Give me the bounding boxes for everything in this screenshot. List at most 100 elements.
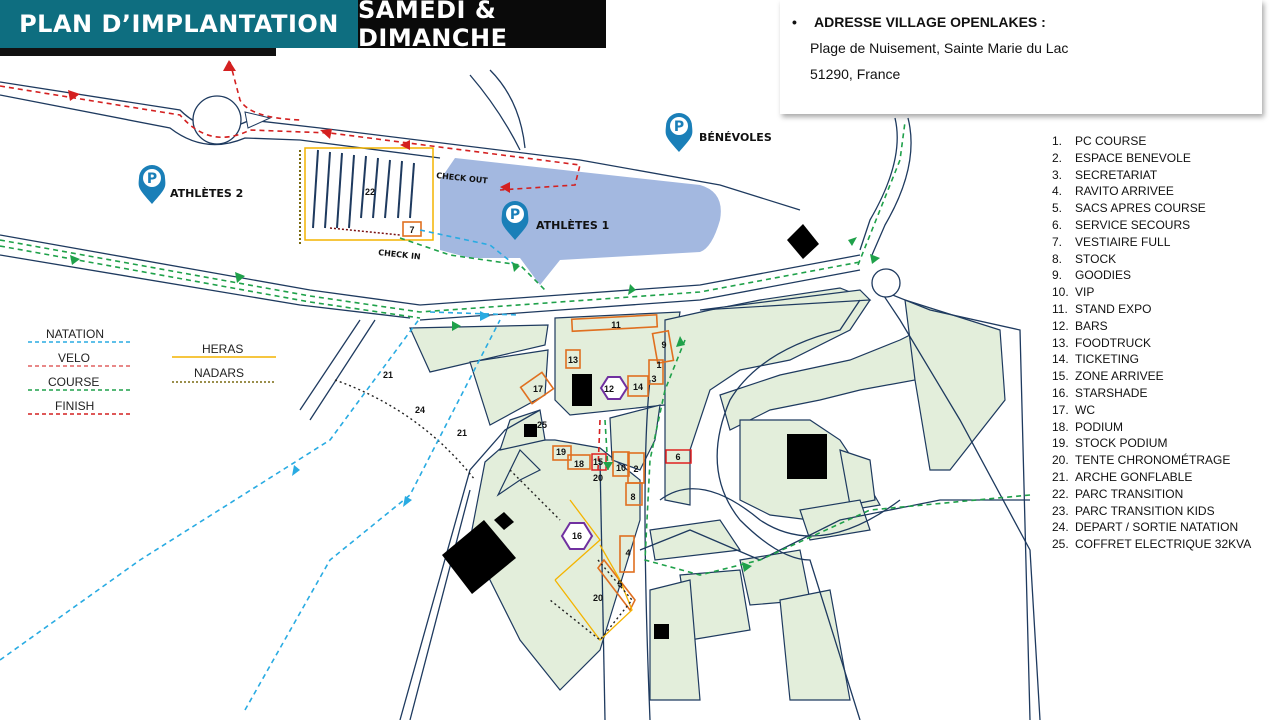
legend-item-label: SECRETARIAT — [1075, 167, 1158, 182]
legend-item: 22.PARC TRANSITION — [1052, 486, 1251, 503]
legend-item: 25. COFFRET ELECTRIQUE 32KVA — [1052, 536, 1251, 553]
zone-number: 24 — [415, 405, 425, 415]
zone-number: 9 — [661, 340, 666, 350]
legend-item: 16. STARSHADE — [1052, 385, 1251, 402]
legend-item-number: 25. — [1052, 537, 1069, 552]
zone-number: 21 — [383, 370, 393, 380]
legend-item-number: 21. — [1052, 469, 1069, 484]
zone-number: 12 — [604, 384, 614, 394]
title-underline — [0, 48, 276, 56]
legend-item-label: SERVICE SECOURS — [1075, 217, 1191, 232]
zone-number: 8 — [630, 492, 635, 502]
legend-item-label: STOCK PODIUM — [1075, 436, 1168, 451]
legend-nadars: NADARS — [194, 366, 245, 380]
legend-item: 4.RAVITO ARRIVEE — [1052, 183, 1251, 200]
legend-item-number: 22. — [1052, 486, 1069, 501]
route-legend-lines — [28, 341, 276, 415]
legend-item-number: 23. — [1052, 503, 1069, 518]
legend-item-number: 5. — [1052, 201, 1063, 216]
legend-item-label: STOCK — [1075, 251, 1117, 266]
legend-item-label: STARSHADE — [1075, 385, 1148, 400]
legend-item-label: VESTIAIRE FULL — [1075, 234, 1171, 249]
legend-item-label: FOODTRUCK — [1075, 335, 1151, 350]
heras-lines — [554, 499, 633, 641]
legend-item-label: RAVITO ARRIVEE — [1075, 184, 1174, 199]
zone-number: 5 — [617, 579, 622, 589]
legend-item: 11.STAND EXPO — [1052, 301, 1251, 318]
zone-number: 18 — [574, 459, 584, 469]
zone-number: 16 — [572, 531, 582, 541]
legend-item: 23. PARC TRANSITION KIDS — [1052, 503, 1251, 520]
zone-number: 7 — [409, 225, 414, 235]
parking-label-athletes2: ATHLÈTES 2 — [170, 187, 243, 200]
zone-number: 4 — [625, 548, 630, 558]
zone-number: 2 — [633, 464, 638, 474]
legend-item-label: ARCHE GONFLABLE — [1075, 469, 1193, 484]
legend-item: 1.PC COURSE — [1052, 133, 1251, 150]
legend-heras: HERAS — [202, 342, 244, 356]
legend-item: 5. SACS APRES COURSE — [1052, 200, 1251, 217]
zone-number: 6 — [675, 452, 680, 462]
legend-item: 3. SECRETARIAT — [1052, 167, 1251, 184]
legend-item: 14.TICKETING — [1052, 351, 1251, 368]
legend-item-number: 3. — [1052, 167, 1063, 182]
legend-item-label: DEPART / SORTIE NATATION — [1075, 520, 1239, 535]
legend-item-number: 6. — [1052, 217, 1063, 232]
roundabout-east — [871, 268, 901, 298]
zone-number: 10 — [616, 463, 626, 473]
parking-label-athletes1: ATHLÈTES 1 — [536, 219, 609, 232]
legend-item-number: 13. — [1052, 335, 1069, 350]
legend-item-number: 1. — [1052, 134, 1063, 148]
legend-item-number: 7. — [1052, 234, 1063, 249]
legend-item: 7. VESTIAIRE FULL — [1052, 234, 1251, 251]
zone-number: 20 — [593, 473, 603, 483]
legend-natation: NATATION — [46, 327, 104, 341]
legend-item-number: 11. — [1052, 301, 1068, 316]
legend-finish: FINISH — [55, 399, 95, 413]
legend-item-label: VIP — [1075, 285, 1095, 300]
legend-course: COURSE — [48, 375, 100, 389]
legend-item-label: PARC TRANSITION KIDS — [1075, 503, 1215, 518]
legend-item-label: SACS APRES COURSE — [1075, 201, 1206, 216]
legend-item: 2.ESPACE BENEVOLE — [1052, 150, 1251, 167]
legend-item-number: 10. — [1052, 285, 1069, 300]
check-in-label: CHECK IN — [378, 248, 421, 261]
legend-item: 17.WC — [1052, 402, 1251, 419]
green-areas — [409, 287, 1006, 701]
zone-number: 11 — [611, 320, 621, 330]
parking-pin-benevoles — [665, 113, 693, 152]
zone-number: 19 — [556, 447, 566, 457]
zone-number: 22 — [365, 187, 375, 197]
zone-number: 1 — [656, 360, 661, 370]
legend-item: 8. STOCK — [1052, 251, 1251, 268]
address-line-1: Plage de Nuisement, Sainte Marie du Lac — [810, 40, 1069, 56]
zone-number: 17 — [533, 384, 543, 394]
legend-item: 24.DEPART / SORTIE NATATION — [1052, 519, 1251, 536]
legend-item: 10. VIP — [1052, 284, 1251, 301]
legend-item-number: 20. — [1052, 453, 1069, 468]
zone-number: 20 — [593, 593, 603, 603]
days-banner: SAMEDI & DIMANCHE — [358, 0, 606, 52]
legend-item-number: 16. — [1052, 385, 1069, 400]
routes — [0, 61, 1031, 711]
legend-item: 12.BARS — [1052, 318, 1251, 335]
legend-item-number: 18. — [1052, 419, 1069, 434]
nadars-lines — [334, 379, 633, 641]
zone-numbers: 1 2 3 4 5 6 7 8 9 10 11 12 13 14 15 16 1… — [365, 187, 681, 603]
legend-item-number: 8. — [1052, 251, 1063, 266]
legend-item-label: ZONE ARRIVEE — [1075, 369, 1164, 384]
roads — [0, 69, 1041, 720]
legend-item-number: 19. — [1052, 436, 1069, 451]
legend-item-label: PODIUM — [1075, 419, 1123, 434]
legend-item-label: WC — [1075, 402, 1095, 417]
legend-item-number: 9. — [1052, 268, 1063, 283]
legend-item-number: 15. — [1052, 369, 1069, 384]
legend-item: 21. ARCHE GONFLABLE — [1052, 469, 1251, 486]
zones — [402, 221, 675, 612]
hexagon-12 — [599, 376, 629, 400]
zone-number: 25 — [537, 420, 547, 430]
parking-label-benevoles: BÉNÉVOLES — [699, 131, 772, 144]
legend-item: 19. STOCK PODIUM — [1052, 435, 1251, 452]
legend-item-label: COFFRET ELECTRIQUE 32KVA — [1075, 537, 1252, 552]
